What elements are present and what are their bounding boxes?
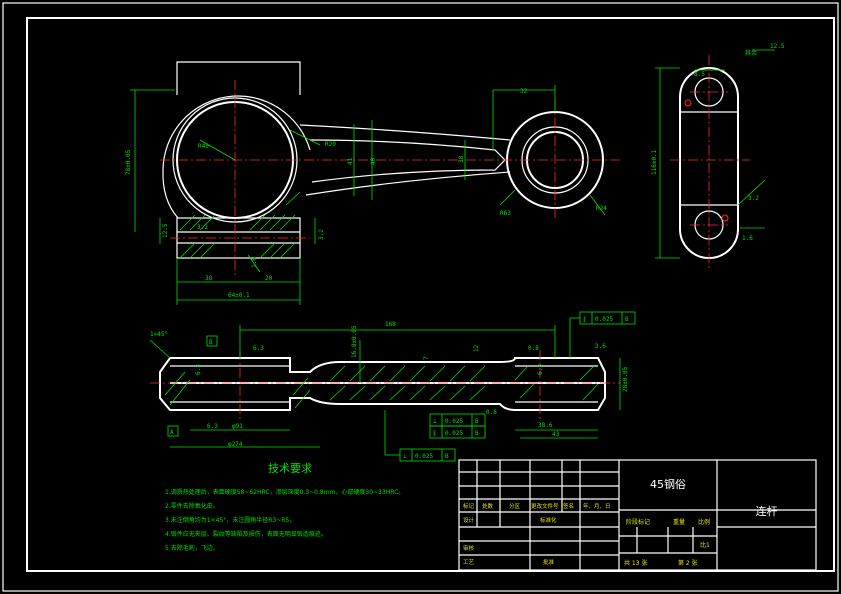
tb-design-label: 设计 (463, 518, 475, 524)
tech-req-item: 5.去除毛刺，飞边。 (165, 545, 219, 552)
svg-text:38.6: 38.6 (538, 422, 553, 429)
header-signature: 签名 (563, 504, 575, 510)
svg-text:6.3: 6.3 (537, 364, 544, 375)
svg-text:φ91: φ91 (232, 423, 243, 430)
svg-text:1.6: 1.6 (251, 257, 258, 268)
svg-text:43: 43 (552, 431, 560, 438)
svg-text:0.025: 0.025 (445, 430, 463, 437)
svg-text:R24: R24 (596, 205, 607, 212)
tb-approve-label: 批准 (543, 560, 555, 566)
svg-text:3.2: 3.2 (748, 195, 759, 202)
tb-stage-mark-label: 阶段标记 (626, 519, 651, 526)
tech-req-item: 3.未注倒角均为1×45°，未注圆角半径R3~R5。 (165, 517, 296, 524)
svg-text:7: 7 (423, 356, 430, 360)
tb-scale-value: 比1 (700, 542, 710, 549)
svg-text:3.2: 3.2 (197, 224, 208, 231)
header-date: 年、月、日 (583, 504, 611, 510)
header-mark: 标记 (463, 504, 475, 510)
svg-text:16.8±0.05: 16.8±0.05 (351, 325, 358, 358)
section-view: 168 16.8±0.05 1×45° φ91 φ274 38.6 43 28±… (149, 311, 636, 462)
tb-scale-label: 比例 (698, 519, 711, 526)
svg-text:其余: 其余 (745, 49, 757, 57)
svg-text:41: 41 (347, 157, 354, 165)
svg-text:6.3: 6.3 (253, 345, 264, 352)
svg-text:64±0.1: 64±0.1 (228, 292, 250, 299)
tech-req-title: 技术要求 (268, 462, 312, 475)
svg-text:0.8: 0.8 (528, 345, 539, 352)
svg-text:R20: R20 (325, 141, 336, 148)
svg-text:8.5: 8.5 (694, 71, 705, 78)
svg-text:⊥: ⊥ (403, 453, 407, 460)
svg-text:28±0.05: 28±0.05 (622, 366, 629, 392)
title-block (458, 459, 817, 571)
svg-text:6.3: 6.3 (207, 423, 218, 430)
svg-text:∥: ∥ (583, 316, 586, 323)
svg-text:0.8: 0.8 (486, 409, 497, 416)
title-block-headers: 标记 处数 分区 更改文件号 签名 年、月、日 (459, 502, 619, 512)
tb-review-label: 审核 (463, 546, 475, 552)
tb-weight-label: 重量 (673, 519, 686, 526)
tb-standardization-label: 标准化 (540, 518, 557, 524)
header-zone: 分区 (509, 504, 521, 510)
svg-text:A: A (170, 429, 174, 436)
svg-text:6.3: 6.3 (195, 364, 202, 375)
sheet-frame (26, 17, 835, 572)
tb-sheet-total: 共 13 张 (624, 560, 648, 567)
svg-text:12.5: 12.5 (770, 43, 785, 50)
svg-text:38: 38 (205, 275, 213, 282)
svg-text:12: 12 (473, 344, 480, 352)
svg-text:B: B (475, 430, 479, 437)
tb-sheet-number: 第 2 张 (678, 560, 698, 567)
front-view: 32 R40 R20 R24 R63 78±0.05 64±0.1 38 20 … (125, 61, 620, 305)
svg-text:38: 38 (458, 155, 465, 163)
svg-text:R63: R63 (500, 210, 511, 217)
svg-text:1×45°: 1×45° (150, 331, 168, 338)
svg-text:116±0.1: 116±0.1 (651, 149, 658, 175)
side-view: 8.5 116±0.1 其余 12.5 3.2 1.6 (651, 43, 785, 270)
svg-text:B: B (625, 316, 629, 323)
svg-text:3.2: 3.2 (318, 229, 325, 240)
svg-text:3.6: 3.6 (595, 343, 606, 350)
svg-text:φ274: φ274 (228, 441, 243, 448)
tb-part-name: 连杆 (755, 505, 778, 518)
svg-text:12.5: 12.5 (162, 223, 169, 238)
tech-req-item: 4.锻件应无夹层、裂纹等缺陷及损伤，表面无明显锻造痕迹。 (165, 531, 327, 538)
header-count: 处数 (482, 504, 494, 510)
svg-text:20: 20 (265, 275, 273, 282)
svg-text:B: B (209, 339, 213, 346)
tech-req-item: 1.调质热处理后，表面硬度58~62HRC，渗层深度0.3~0.8mm，心部硬度… (165, 489, 405, 496)
svg-text:40: 40 (370, 157, 377, 165)
tb-process-label: 工艺 (463, 560, 475, 566)
svg-text:∥: ∥ (433, 430, 436, 437)
svg-text:168: 168 (385, 321, 396, 328)
tolerance-frame-3: ⊥ 0.025 B (399, 448, 456, 462)
svg-text:0.025: 0.025 (445, 418, 463, 425)
svg-text:1.6: 1.6 (742, 235, 753, 242)
tech-req-item: 2.零件去除氧化皮。 (165, 503, 219, 510)
svg-text:B: B (475, 418, 479, 425)
svg-text:⊥: ⊥ (433, 418, 437, 425)
header-change-doc: 更改文件号 (531, 504, 559, 510)
svg-text:B: B (445, 453, 449, 460)
tb-material: 45钢俗 (650, 478, 686, 491)
svg-text:78±0.05: 78±0.05 (125, 149, 132, 175)
svg-text:0.025: 0.025 (415, 453, 433, 460)
technical-requirements: 技术要求 1.调质热处理后，表面硬度58~62HRC，渗层深度0.3~0.8mm… (165, 460, 455, 556)
tolerance-frame-1: ∥ 0.025 B (579, 311, 636, 325)
svg-text:R40: R40 (198, 143, 209, 150)
svg-text:32: 32 (520, 88, 528, 95)
svg-text:0.025: 0.025 (595, 316, 613, 323)
